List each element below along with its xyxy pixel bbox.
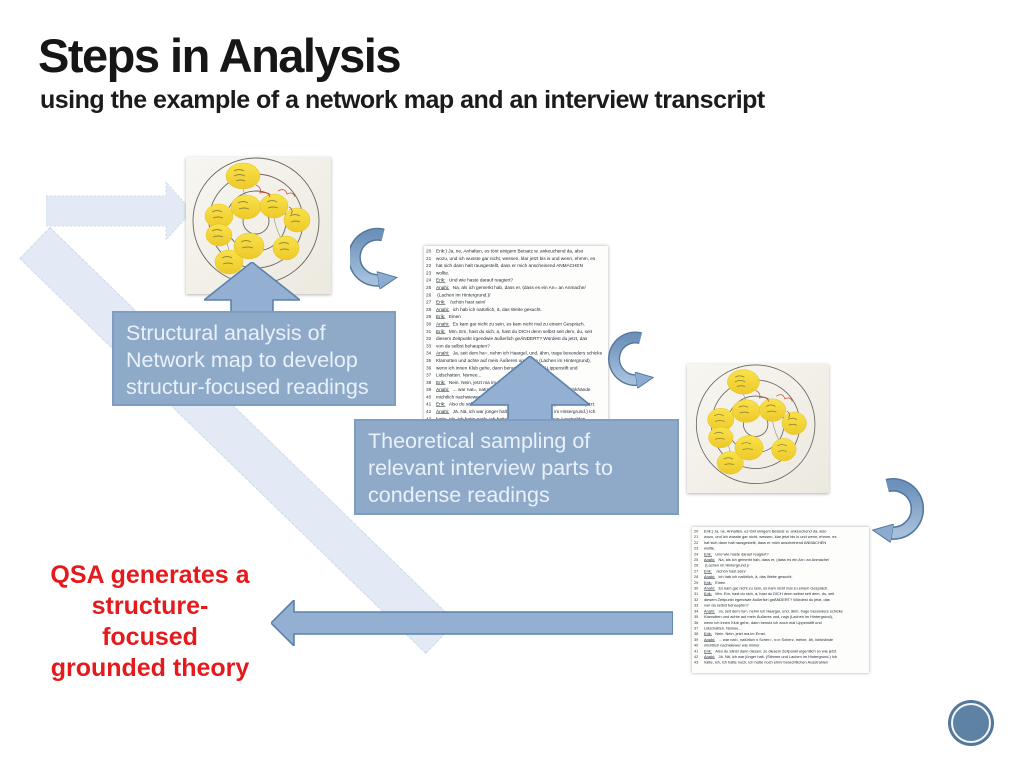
left-arrow-icon xyxy=(271,600,673,646)
up-arrow-icon-2 xyxy=(470,356,590,421)
conclusion-text: QSA generates a structure- focused groun… xyxy=(50,561,250,682)
slide-footer-badge xyxy=(948,700,994,746)
process-box-theoretical-sampling: Theoretical sampling of relevant intervi… xyxy=(354,419,679,515)
curved-arrow-icon-1 xyxy=(350,227,405,304)
transcript-line: 26 (Lachen im Hintergrund.)/ xyxy=(426,291,491,298)
process-box-structural-analysis: Structural analysis of Network map to de… xyxy=(112,311,396,406)
up-arrow-icon-1 xyxy=(204,262,300,312)
network-map-photo-2 xyxy=(687,364,829,493)
curved-arrow-icon-3 xyxy=(862,478,924,558)
transcript-line: 26 (Lachen im Hintergrund.)/ xyxy=(694,563,750,568)
curved-arrow-icon-2 xyxy=(608,331,663,402)
faded-right-arrow-icon xyxy=(46,180,193,242)
page-subtitle: using the example of a network map and a… xyxy=(40,86,765,114)
badge-ring xyxy=(951,703,991,743)
page-title: Steps in Analysis xyxy=(38,29,401,82)
